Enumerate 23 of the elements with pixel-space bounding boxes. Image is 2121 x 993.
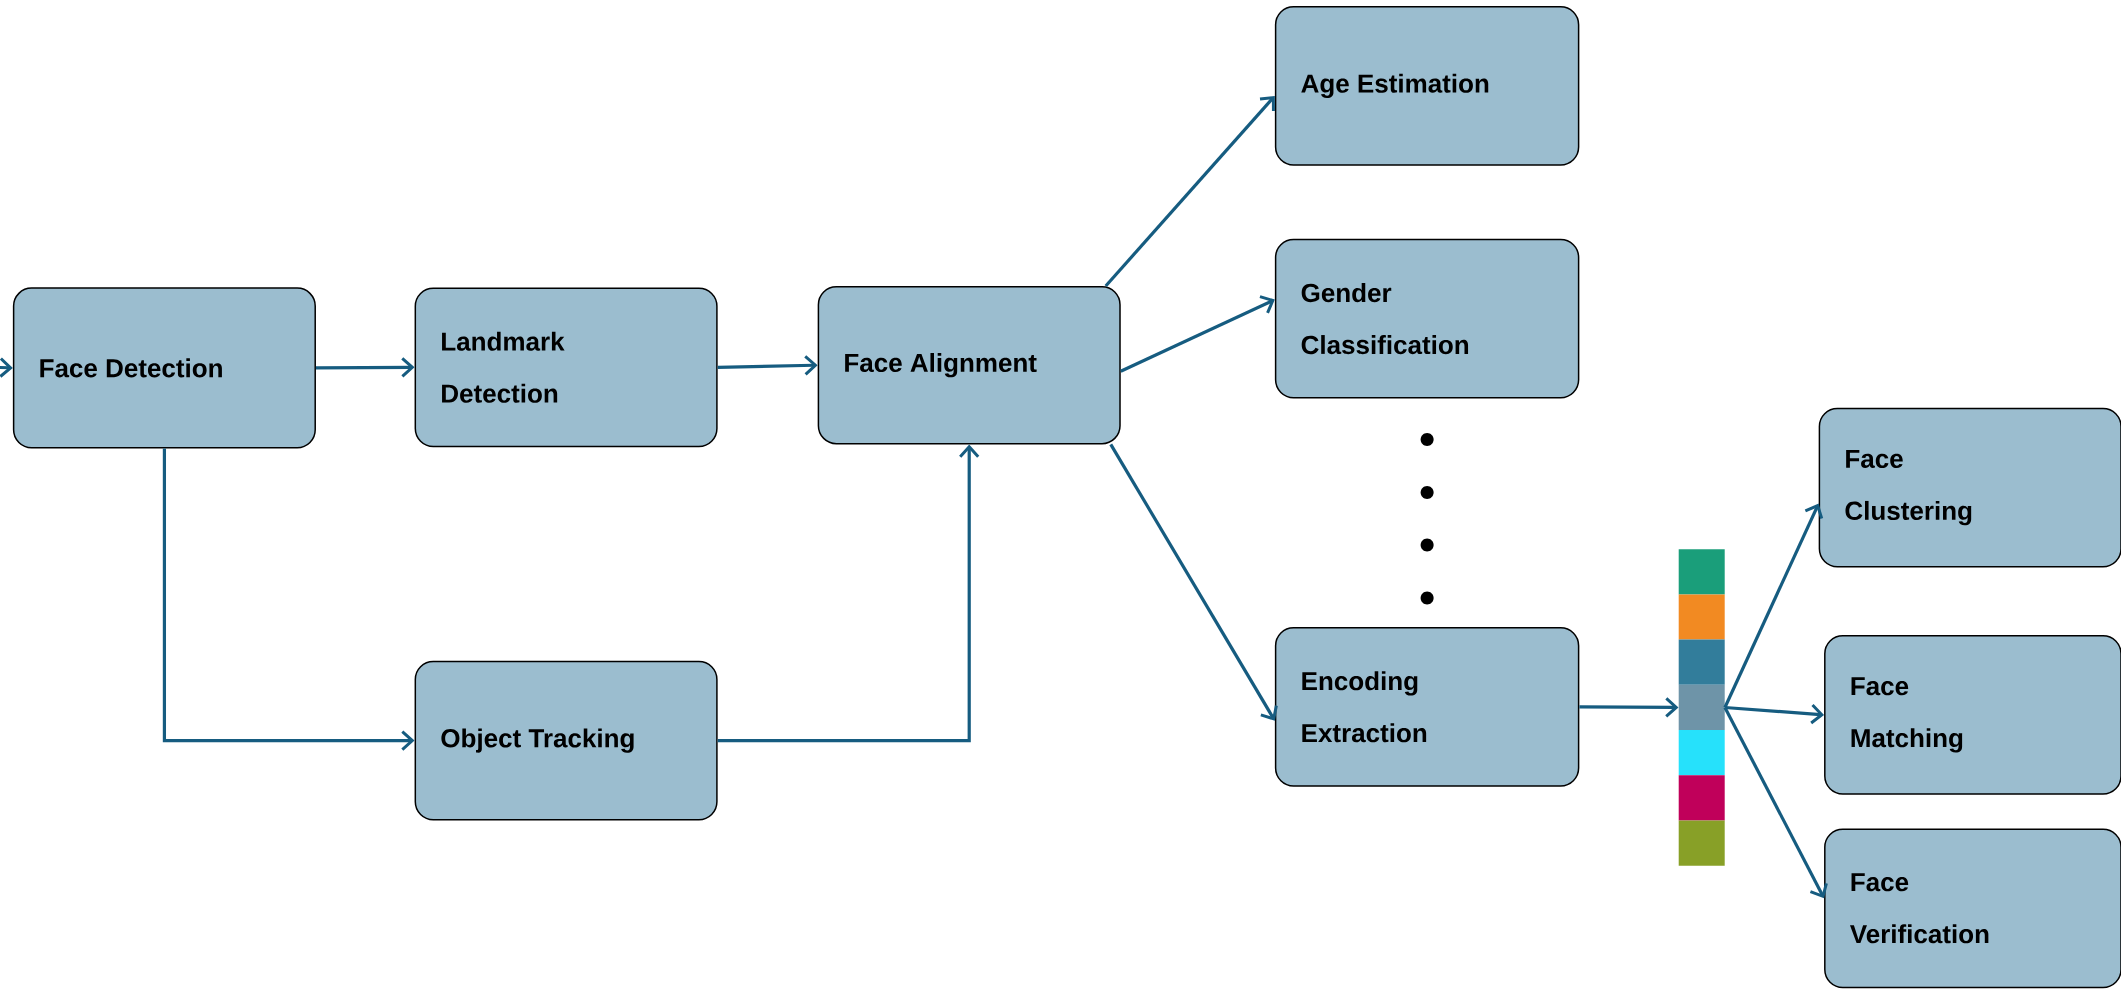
process-box: Face Clustering bbox=[1818, 407, 2121, 568]
process-box: Face Matching bbox=[1824, 635, 2121, 795]
arrow bbox=[1120, 295, 1275, 373]
arrow bbox=[1109, 443, 1278, 721]
process-box: Age Estimation bbox=[1274, 6, 1580, 166]
process-box: Encoding Extraction bbox=[1274, 626, 1580, 787]
process-box: Face Detection bbox=[12, 287, 316, 449]
process-box: Landmark Detection bbox=[414, 287, 718, 448]
arrow bbox=[1579, 697, 1679, 718]
arrow bbox=[315, 357, 415, 378]
process-box: Object Tracking bbox=[414, 660, 718, 821]
arrow bbox=[717, 444, 980, 743]
process-box: Face Alignment bbox=[817, 286, 1121, 445]
arrow bbox=[162, 448, 415, 751]
arrow bbox=[0, 357, 13, 378]
arrow bbox=[1724, 703, 1825, 725]
arrow bbox=[717, 355, 818, 376]
arrow bbox=[1723, 706, 1828, 899]
process-box: Face Verification bbox=[1824, 828, 2121, 989]
process-box: Gender Classification bbox=[1274, 238, 1580, 399]
arrow bbox=[1104, 95, 1275, 288]
arrow bbox=[1723, 503, 1824, 709]
vector-drawing bbox=[1678, 549, 1725, 866]
